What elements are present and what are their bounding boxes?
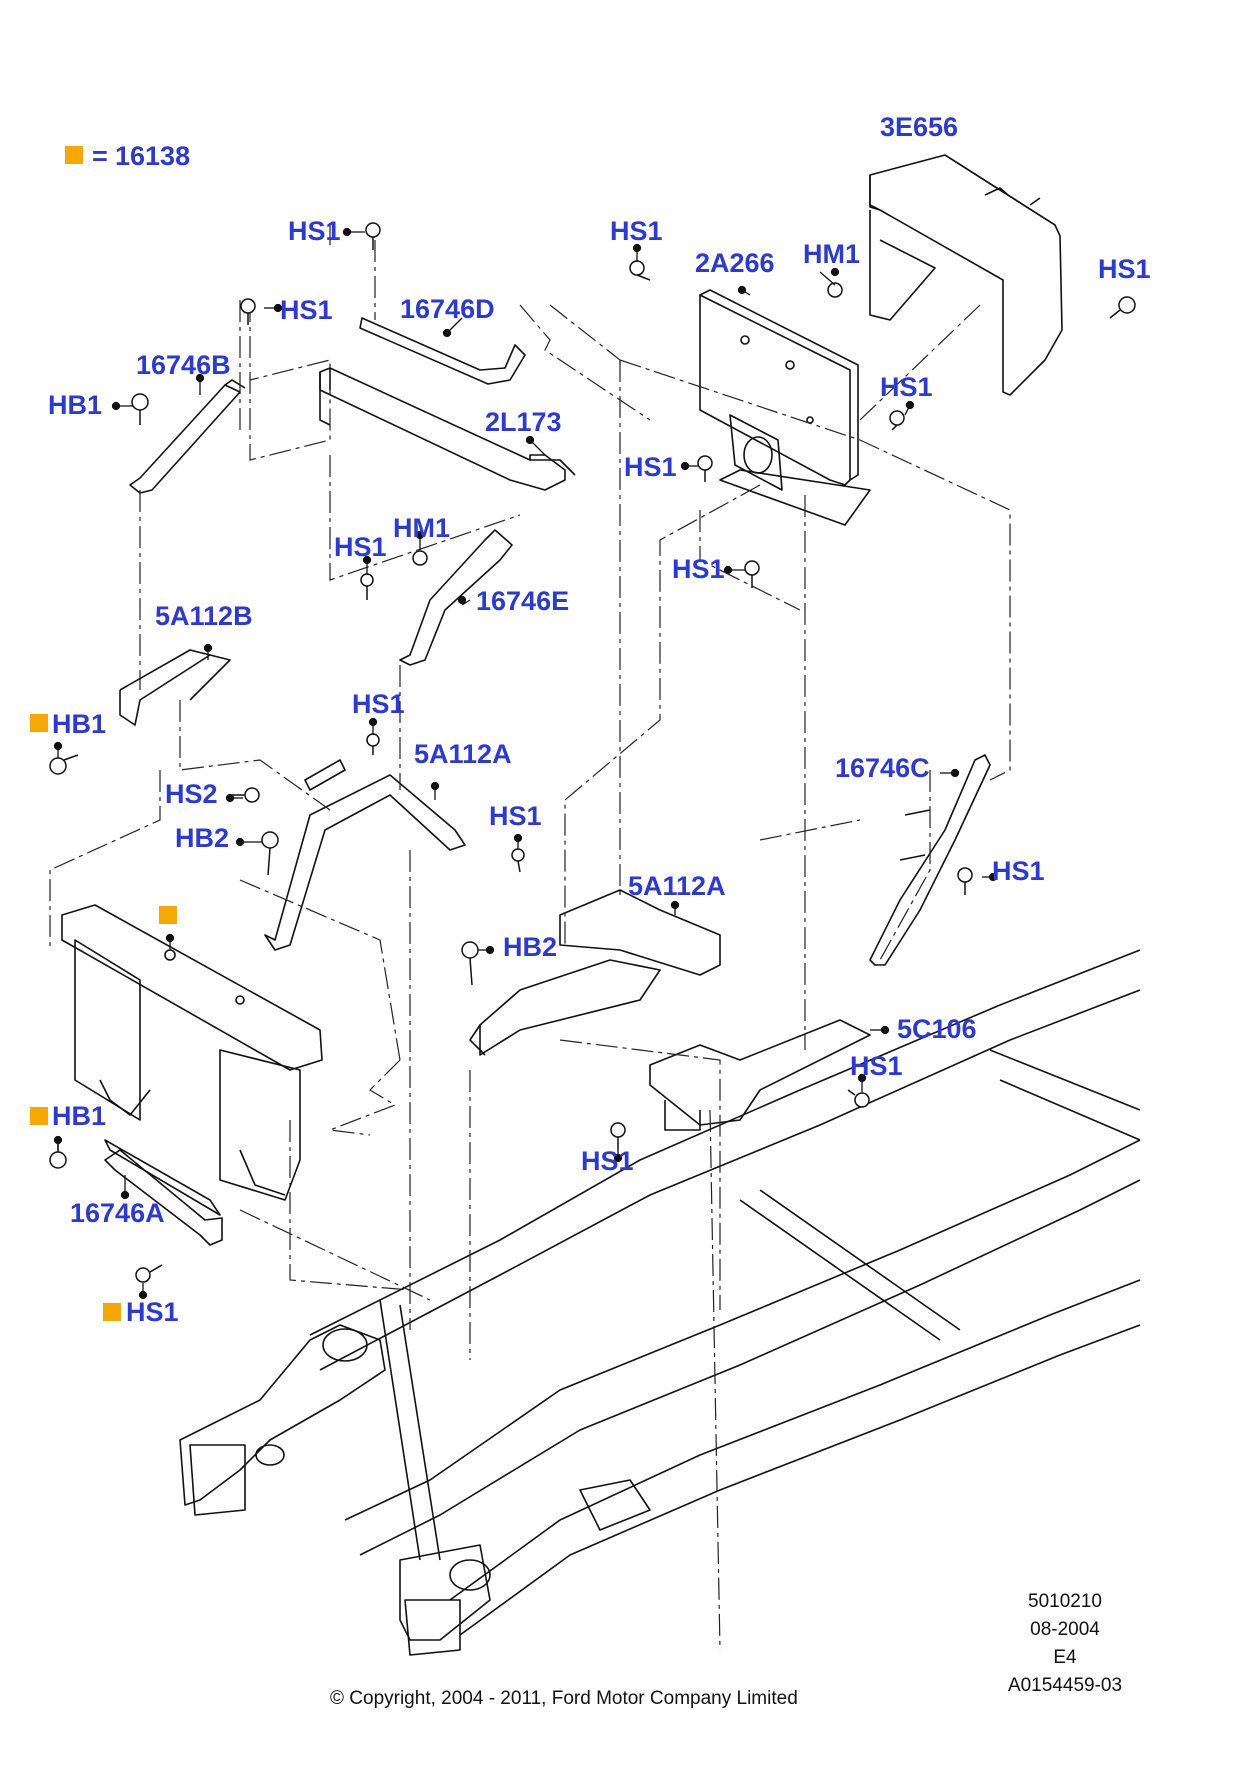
chassis-frame-drawing: [179, 949, 1141, 1656]
label-hb2-right: HB2: [503, 932, 558, 962]
label-hs1-lower-plate: HS1: [672, 554, 725, 584]
label-hb1-mid: HB1: [52, 709, 107, 739]
nut-hm1-b-glyph: [412, 550, 428, 566]
bolt-hs1-top-glyph: [365, 222, 381, 250]
bolt-hs1-left-glyph: [240, 298, 256, 325]
part-2a266-plate-drawing: [699, 289, 871, 526]
part-16746d-rail-drawing: [319, 317, 576, 491]
legend-equals: =: [92, 141, 108, 171]
bolt-hs1-j-glyph: [511, 848, 525, 873]
label-hs1-i: HS1: [352, 689, 405, 719]
part-16746a-bracket-drawing: [104, 1149, 223, 1246]
bolt-hb2-b-glyph: [461, 941, 479, 986]
label-hs1-right: HS1: [1098, 254, 1151, 284]
label-16746a: 16746A: [70, 1198, 165, 1228]
crossmember-left-drawing: [61, 904, 323, 1216]
fastener-glyphs: [49, 222, 1136, 1283]
label-5a112b: 5A112B: [155, 601, 253, 631]
label-hs1-2a266: HS1: [610, 216, 663, 246]
bolt-hs1-i-glyph: [366, 733, 380, 755]
nut-hm1-glyph: [827, 282, 843, 298]
bolt-hs1-l-glyph: [847, 1089, 870, 1108]
label-hs2: HS2: [165, 779, 218, 809]
bolt-hs1-e-glyph: [360, 573, 374, 600]
label-16746d: 16746D: [400, 294, 495, 324]
label-hm1-top: HM1: [803, 239, 861, 269]
marker-hb1-mid: [30, 714, 48, 732]
part-5a112b-bracket-drawing: [119, 649, 231, 726]
label-5a112a-left: 5A112A: [414, 739, 512, 769]
bolt-hs1-plate-glyph: [697, 455, 713, 482]
bolt-hs1-2a266-glyph: [629, 260, 651, 281]
bolt-hb1-b-glyph: [49, 754, 79, 775]
marker-crossmember: [159, 906, 177, 924]
illustration-date: 08-2004: [1030, 1619, 1100, 1640]
bolt-hs1-lower-plate-glyph: [744, 560, 760, 588]
bolt-hs1-mid-glyph: [889, 410, 905, 431]
bolt-hs1-n-glyph: [135, 1264, 163, 1283]
bolt-hs1-k-glyph: [957, 867, 973, 895]
part-16746e-bracket-drawing: [399, 529, 513, 666]
illustration-code: E4: [1053, 1647, 1077, 1668]
label-hs1-left: HS1: [280, 295, 333, 325]
label-5a112a-right: 5A112A: [628, 871, 726, 901]
legend-marker: [65, 146, 83, 164]
part-3e656-shield-drawing: [869, 154, 1063, 396]
bolt-hs1-right-glyph: [1109, 296, 1136, 319]
label-hs1-e: HS1: [334, 532, 387, 562]
label-16746c: 16746C: [835, 753, 930, 783]
label-hs1-j: HS1: [489, 801, 542, 831]
label-2a266: 2A266: [695, 248, 775, 278]
label-hb1-top: HB1: [48, 390, 103, 420]
label-16746b: 16746B: [136, 350, 231, 380]
label-hs1-bottom: HS1: [126, 1297, 179, 1327]
label-16746e: 16746E: [476, 586, 570, 616]
marker-hs1-bottom: [103, 1303, 121, 1321]
label-leader-ticks: [53, 227, 998, 1300]
label-3e656: 3E656: [880, 112, 959, 142]
label-hb2-left: HB2: [175, 823, 230, 853]
part-5a112a-left-drawing: [264, 759, 466, 951]
label-hs1-top: HS1: [288, 216, 341, 246]
illustration-reference: A0154459-03: [1007, 1675, 1123, 1696]
copyright-notice: © Copyright, 2004 - 2011, Ford Motor Com…: [330, 1688, 798, 1709]
bolt-hb1-glyph: [131, 393, 149, 425]
label-hs1-l: HS1: [850, 1051, 903, 1081]
illustration-number: 5010210: [1028, 1591, 1102, 1612]
label-hs1-plate: HS1: [624, 452, 677, 482]
label-5c106: 5C106: [897, 1014, 977, 1044]
label-hb1-low: HB1: [52, 1101, 107, 1131]
label-hm1-mid: HM1: [393, 513, 451, 543]
legend-part-number: 16138: [115, 141, 191, 171]
label-hs1-m: HS1: [581, 1146, 634, 1176]
assembly-leader-lines: [49, 225, 1011, 1651]
bolt-hs1-m-glyph: [610, 1122, 626, 1150]
part-5a112a-right-drawing: [469, 889, 721, 1056]
bolt-hs2-glyph: [232, 787, 260, 803]
label-hs1-k: HS1: [992, 856, 1045, 886]
bolt-hb2-glyph: [261, 831, 279, 876]
label-hs1-mid: HS1: [880, 372, 933, 402]
marker-hb1-low: [30, 1107, 48, 1125]
part-5c106-bracket-drawing: [649, 1019, 871, 1131]
part-16746b-bracket-drawing: [129, 379, 246, 494]
label-2l173: 2L173: [485, 407, 562, 437]
